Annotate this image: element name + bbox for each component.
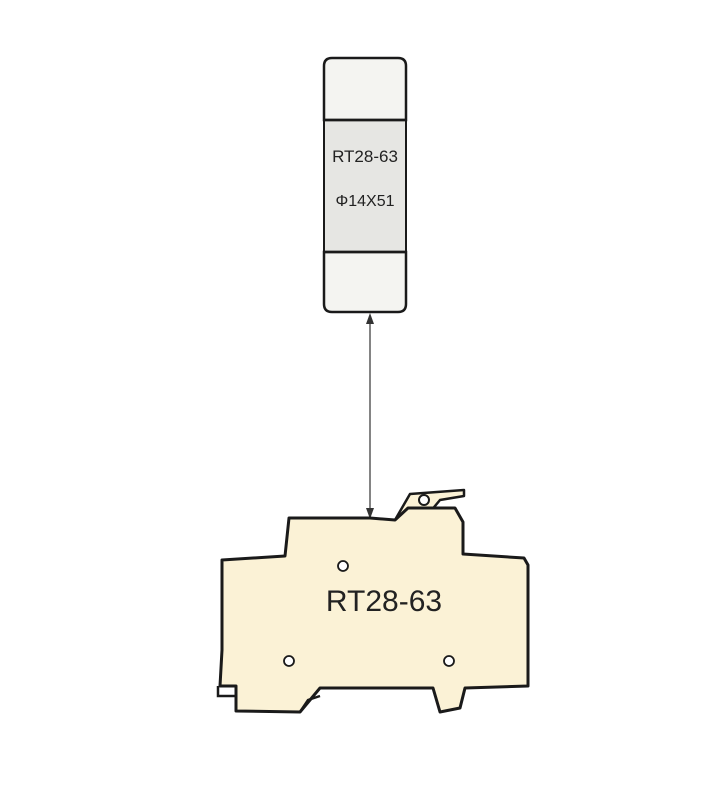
din-rail-clip (216, 686, 236, 698)
fuse-body (323, 119, 407, 253)
fuse-model-label: RT28-63 (332, 147, 398, 166)
fuse-cartridge: RT28-63 Φ14X51 (322, 56, 408, 314)
fuse-holder: RT28-63 (216, 488, 530, 714)
fuse-bottom-cap (322, 250, 408, 314)
insertion-arrow (366, 313, 374, 519)
holder-model-label: RT28-63 (326, 585, 442, 618)
fuse-top-cap (322, 56, 408, 122)
arrow-head-down (366, 508, 374, 519)
bottom-right-screw-hole (443, 655, 455, 667)
bottom-left-screw-hole (283, 655, 295, 667)
din-rail-notch (298, 694, 321, 713)
latch-pivot (418, 494, 430, 506)
top-screw-hole (337, 560, 349, 572)
fuse-size-label: Φ14X51 (335, 193, 394, 210)
arrow-head-up (366, 313, 374, 324)
